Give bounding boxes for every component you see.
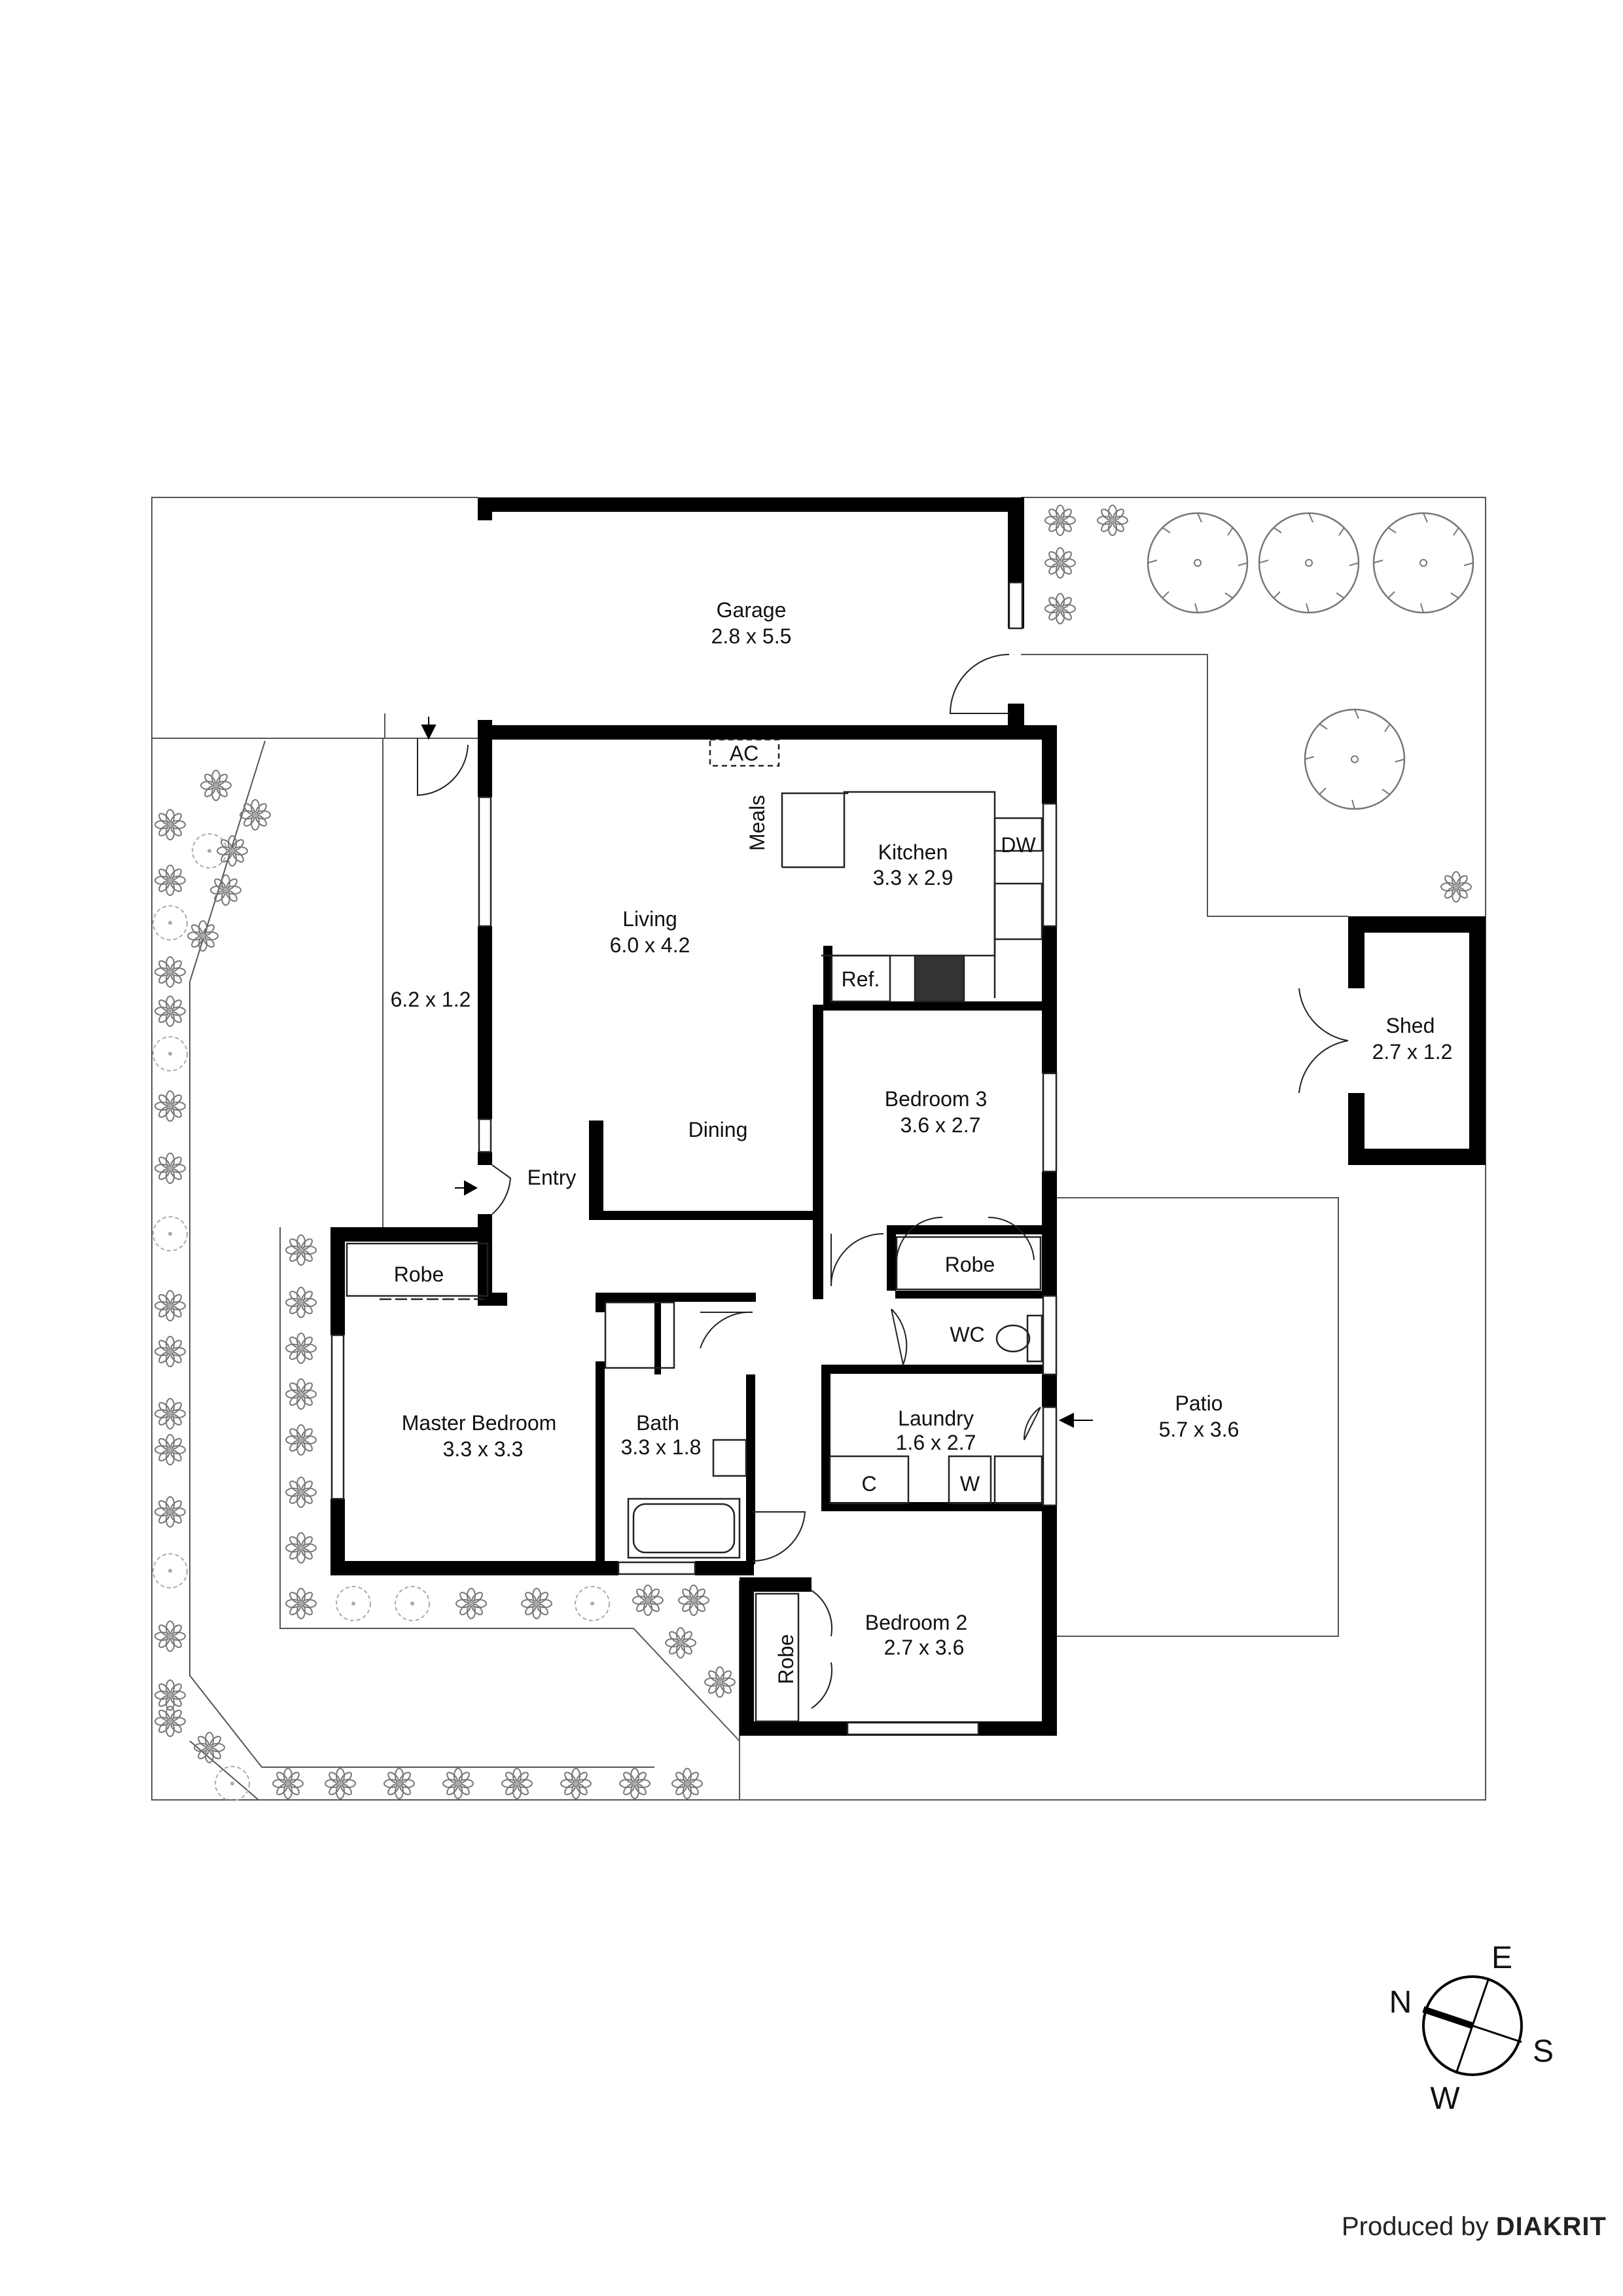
- ac-label: AC: [730, 742, 758, 765]
- kitchen-dim: 3.3 x 2.9: [873, 866, 954, 889]
- entry-arrows: [421, 717, 1093, 1428]
- living-dim: 6.0 x 4.2: [610, 933, 690, 957]
- c-label: C: [861, 1472, 876, 1496]
- shed-name: Shed: [1386, 1014, 1435, 1037]
- garage-name: Garage: [717, 598, 787, 622]
- compass: N E S W: [1389, 1941, 1554, 2116]
- w-label: W: [960, 1472, 980, 1496]
- patio-name: Patio: [1175, 1391, 1223, 1415]
- master-dim: 3.3 x 3.3: [443, 1437, 524, 1461]
- compass-needle-icon: [1422, 2006, 1474, 2029]
- meals-label: Meals: [745, 795, 769, 851]
- bedroom2-name: Bedroom 2: [865, 1611, 968, 1634]
- compass-ring-icon: [1422, 1975, 1523, 2076]
- credit-prefix: Produced by: [1342, 2212, 1489, 2241]
- robe-master-label: Robe: [394, 1263, 444, 1286]
- bedroom2-dim: 2.7 x 3.6: [884, 1636, 965, 1659]
- side-path-dim: 6.2 x 1.2: [391, 988, 471, 1011]
- ref-label: Ref.: [842, 967, 880, 991]
- door-swings: [417, 654, 1349, 1709]
- diakrit-logo: DIAKRIT: [1495, 2212, 1607, 2241]
- dw-label: DW: [1001, 833, 1036, 857]
- dining-label: Dining: [688, 1118, 748, 1141]
- robe-bed3-label: Robe: [945, 1253, 995, 1276]
- kitchen-name: Kitchen: [878, 840, 948, 864]
- bedroom3-name: Bedroom 3: [885, 1087, 988, 1111]
- bedroom3-dim: 3.6 x 2.7: [901, 1113, 981, 1137]
- fixtures: [330, 581, 1058, 1736]
- master-name: Master Bedroom: [402, 1411, 557, 1435]
- bath-name: Bath: [636, 1411, 679, 1435]
- garage-dim: 2.8 x 5.5: [711, 624, 792, 648]
- laundry-name: Laundry: [898, 1407, 974, 1430]
- patio-dim: 5.7 x 3.6: [1159, 1418, 1240, 1441]
- walls: [330, 497, 1486, 1736]
- entry-label: Entry: [527, 1166, 577, 1189]
- bath-dim: 3.3 x 1.8: [621, 1435, 702, 1459]
- producer-credit: Produced by DIAKRIT: [1342, 2212, 1607, 2242]
- compass-n: N: [1389, 1985, 1412, 2020]
- site-boundary: [151, 497, 1486, 1801]
- room-labels: Garage 2.8 x 5.5 AC Meals Kitchen 3.3 x …: [391, 598, 1453, 1684]
- compass-s: S: [1533, 2034, 1554, 2069]
- robe-bed2-label: Robe: [774, 1634, 798, 1685]
- compass-e: E: [1491, 1941, 1512, 1975]
- living-name: Living: [622, 907, 677, 931]
- laundry-dim: 1.6 x 2.7: [896, 1431, 976, 1454]
- compass-w: W: [1430, 2081, 1460, 2116]
- shed-dim: 2.7 x 1.2: [1372, 1040, 1453, 1064]
- wc-label: WC: [950, 1323, 984, 1346]
